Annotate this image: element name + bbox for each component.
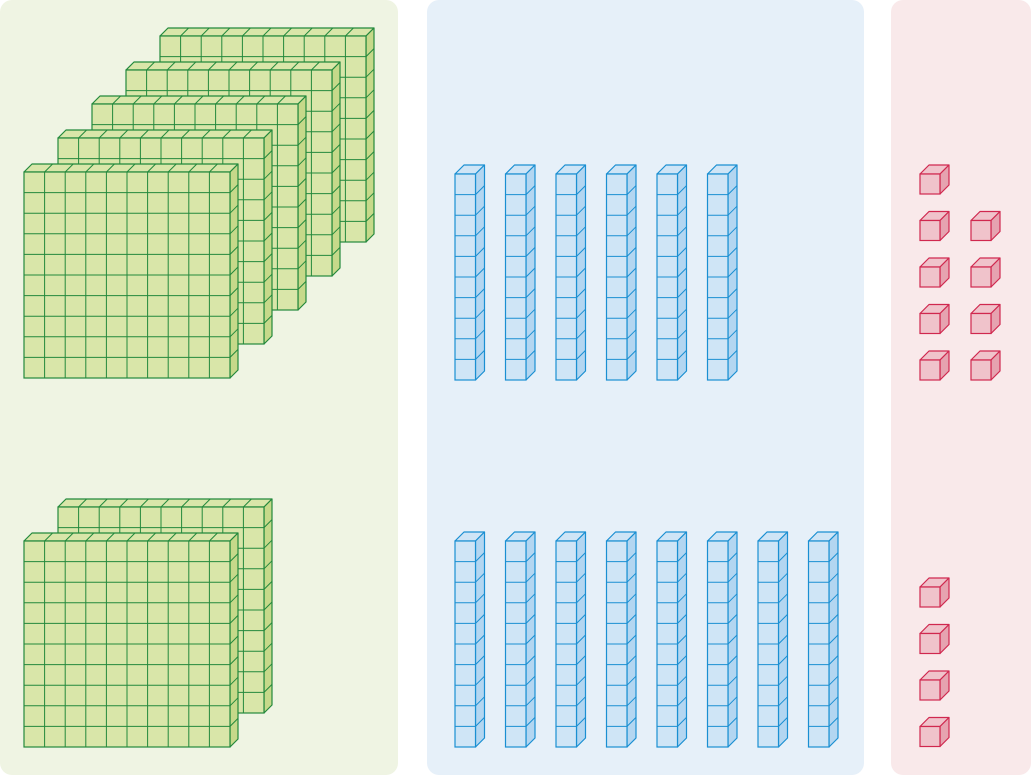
ten-rod-icon	[555, 164, 587, 381]
ten-rod-icon	[656, 164, 688, 381]
unit-cube-icon	[919, 303, 950, 335]
unit-cube-icon	[919, 670, 950, 701]
ten-rod-icon	[706, 164, 738, 381]
ten-rod-icon	[454, 531, 486, 748]
tens-panel	[427, 0, 864, 775]
unit-cube-icon	[919, 257, 950, 288]
ten-rod-icon	[605, 164, 637, 381]
unit-cube-icon	[919, 577, 950, 608]
ten-rod-icon	[555, 531, 587, 748]
ten-rod-icon	[656, 531, 688, 748]
ten-rod-icon	[807, 531, 839, 748]
ten-rod-icon	[757, 531, 789, 748]
unit-cube-icon	[919, 164, 950, 195]
ten-rod-icon	[504, 531, 536, 748]
tens-rods	[454, 164, 839, 748]
unit-cube-icon	[970, 210, 1001, 242]
unit-cube-icon	[919, 716, 950, 748]
unit-cube-icon	[970, 350, 1001, 381]
ten-rod-icon	[706, 531, 738, 748]
ones-panel	[891, 0, 1031, 775]
hundreds-blocks	[23, 27, 375, 748]
ten-rod-icon	[605, 531, 637, 748]
unit-cube-icon	[919, 623, 950, 655]
unit-cube-icon	[970, 303, 1001, 335]
ten-rod-icon	[504, 164, 536, 381]
ones-cubes	[919, 164, 1001, 748]
hundred-flat-icon	[23, 163, 239, 379]
unit-cube-icon	[919, 350, 950, 381]
unit-cube-icon	[919, 210, 950, 242]
hundred-flat-icon	[23, 532, 239, 748]
unit-cube-icon	[970, 257, 1001, 288]
ten-rod-icon	[454, 164, 486, 381]
